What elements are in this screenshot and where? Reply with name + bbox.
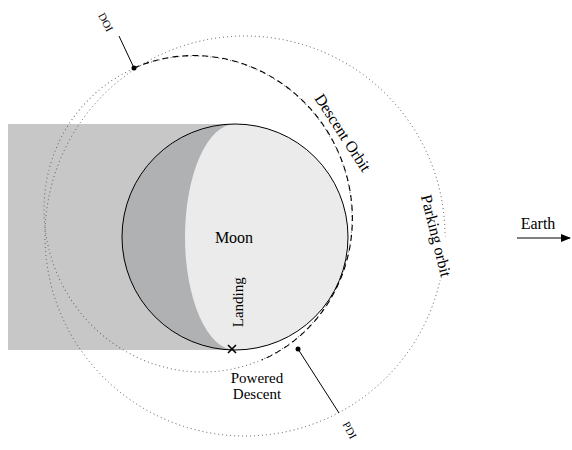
moon-day-side xyxy=(122,124,348,350)
descent-orbit-dotted xyxy=(0,7,402,421)
pdi-leader xyxy=(298,349,339,413)
parking-orbit-label: Parking orbit xyxy=(417,191,455,281)
earth-label: Earth xyxy=(521,215,556,233)
moon-outline xyxy=(122,124,348,350)
earth-arrow xyxy=(517,238,570,239)
doi-label: DOI xyxy=(96,11,116,34)
pdi-label: PDI xyxy=(340,419,359,440)
landing-label: Landing xyxy=(230,277,247,327)
powered-descent-label: Powered Descent xyxy=(217,370,297,403)
parking-orbit xyxy=(45,36,445,436)
landing-mark xyxy=(228,345,236,353)
doi-leader xyxy=(119,36,134,68)
moon-label: Moon xyxy=(215,229,253,247)
